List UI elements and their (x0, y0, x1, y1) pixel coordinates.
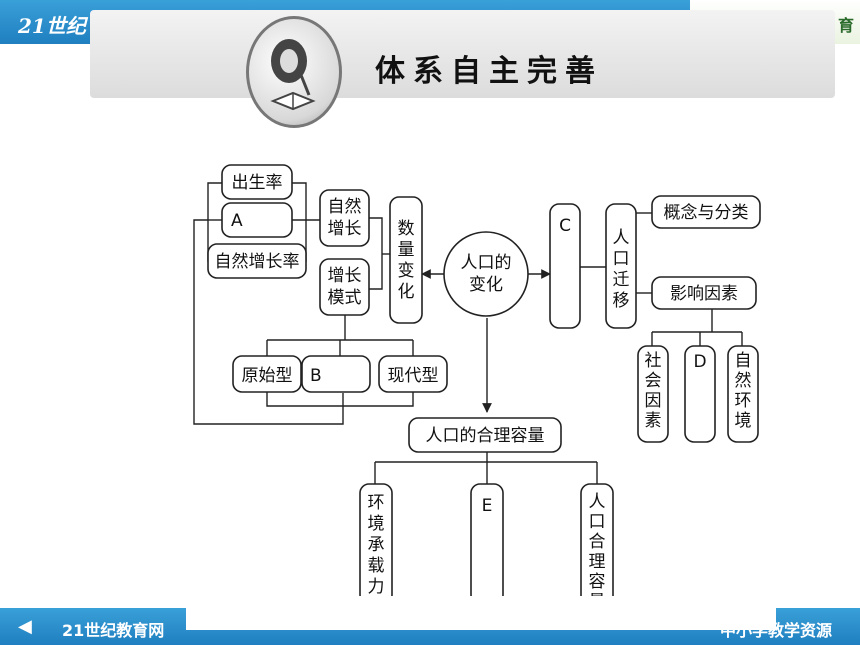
node-birth-rate (221, 164, 293, 200)
label-primitive: 原始型 (242, 366, 293, 386)
label-a: A (231, 211, 243, 231)
label-natural-env: 自然环境 (735, 351, 752, 431)
node-social (637, 345, 669, 443)
connector-lines (193, 182, 743, 484)
node-population-change (443, 231, 529, 317)
lamp-book-icon (246, 16, 342, 128)
node-concept (651, 195, 761, 229)
node-primitive (232, 355, 302, 393)
label-factors: 影响因素 (670, 284, 738, 304)
label-env-capacity: 环境承载力 (368, 493, 385, 597)
node-capacity (408, 417, 562, 453)
node-modern (378, 355, 448, 393)
node-natural-env (727, 345, 759, 443)
node-migration (605, 203, 637, 329)
node-b (301, 355, 371, 393)
label-social: 社会因素 (645, 351, 662, 431)
label-migration: 人口迁移 (613, 228, 630, 311)
node-c (549, 203, 581, 329)
label-e: E (482, 496, 493, 516)
label-growth-pattern: 增长模式 (328, 266, 362, 308)
footer-left: 21世纪教育网 (62, 621, 165, 640)
node-natural-growth-rate (207, 243, 307, 279)
footer-white-panel (186, 596, 776, 630)
label-natural-growth-rate: 自然增长率 (215, 252, 300, 272)
label-population-change: 人口的变化 (461, 253, 512, 295)
label-b: B (310, 366, 322, 386)
label-quantity-change: 数量变化 (398, 219, 415, 302)
brand-left: 21世纪 (18, 14, 86, 38)
header-panel (90, 10, 835, 98)
node-d (684, 345, 716, 443)
label-natural-growth: 自然增长 (328, 197, 362, 239)
label-c: C (559, 216, 571, 236)
node-a (221, 202, 293, 238)
label-capacity: 人口的合理容量 (426, 426, 545, 446)
label-birth-rate: 出生率 (232, 173, 283, 193)
node-quantity-change (389, 196, 423, 324)
node-growth-pattern (319, 258, 370, 316)
brand-right-text: 育 (837, 16, 854, 35)
label-reasonable-capacity: 人口合理容量 (589, 492, 606, 612)
node-factors (651, 276, 757, 310)
label-modern: 现代型 (388, 366, 439, 386)
node-natural-growth (319, 189, 370, 247)
back-arrow-icon[interactable]: ◀ (18, 616, 32, 637)
label-concept: 概念与分类 (664, 202, 749, 223)
label-d: D (693, 352, 706, 372)
page-title: 体系自主完善 (375, 54, 603, 89)
